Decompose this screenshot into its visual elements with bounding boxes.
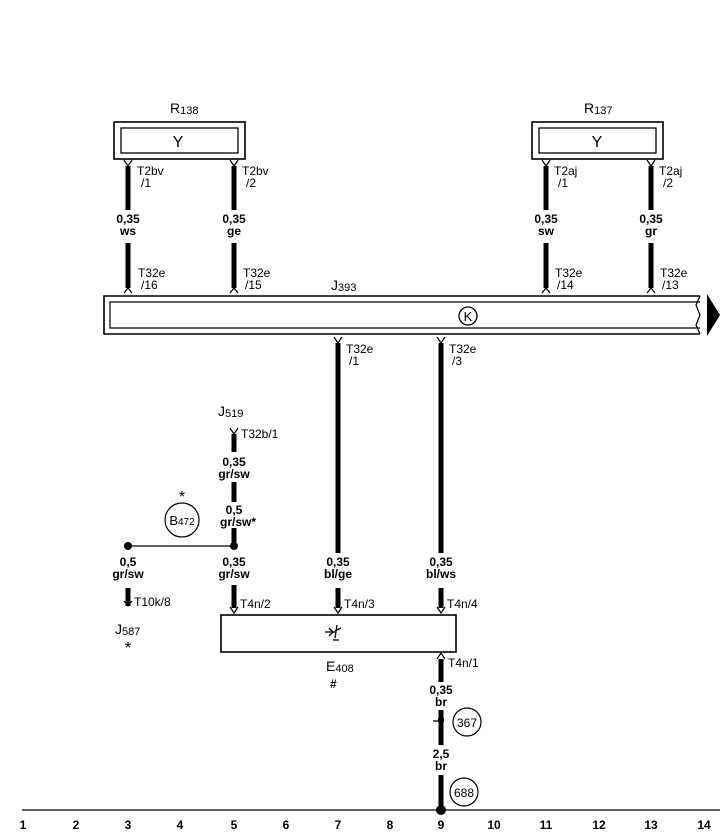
j393-body [103,295,700,335]
pin-t32e13: T32e/13 [660,266,688,292]
b472-mark: * [179,489,185,506]
r137-heater-element [538,127,657,154]
pin-t4n4: T4n/4 [447,597,478,611]
splice-dot-right [230,542,238,550]
pin-t32e1: T32e/1 [346,342,374,368]
b472-splice [164,502,200,538]
r137-label: R137 [584,100,612,117]
grid-number: 9 [438,818,445,832]
grid-number: 13 [644,818,658,832]
j587-label: J587 [115,621,140,638]
grid-number: 7 [335,818,342,832]
continuation-arrow-icon [707,294,720,336]
t4n1-connector [436,651,446,660]
j393-break [695,295,701,335]
middle-wires [335,343,444,608]
ground-688 [449,777,479,807]
r137-body [531,121,664,160]
can-bus-k-icon [458,306,478,326]
e408-mark: # [330,677,337,691]
e408-label: E408 [326,658,354,675]
pin-t32e15: T32e/15 [243,266,271,292]
pin-t2aj1: T2aj/1 [554,164,577,190]
pin-t2aj2: T2aj/2 [659,164,682,190]
connector-marks [123,159,656,294]
heater-element-icon: Y [592,134,603,151]
j519-label: J519 [218,403,243,420]
pin-t2bv2: T2bv/2 [242,164,269,190]
j587-connector [123,600,133,607]
can-bus-k-letter: K [464,309,473,324]
weld-point [438,715,444,725]
grid-number: 4 [177,818,184,832]
heater-element-icon: Y [173,134,184,151]
ground-367-label: 367 [457,716,477,730]
pin-t10k8: T10k/8 [134,595,171,609]
grid-number: 6 [283,818,290,832]
ground-688-label: 688 [454,786,474,800]
r138-heater-element [120,127,239,154]
pin-t32e14: T32e/14 [555,266,583,292]
grid-number: 1 [20,818,27,832]
r138-label: R138 [170,100,198,117]
grid-number: 2 [73,818,80,832]
pin-t2bv1: T2bv/1 [137,164,164,190]
pin-t32b1: T32b/1 [241,427,279,441]
pin-t4n1: T4n/1 [448,656,479,670]
rocker-switch-icon [325,624,342,641]
j393-inner [109,301,700,329]
upper-wires [125,166,654,288]
grid-number: 3 [125,818,132,832]
j587-mark: * [125,640,131,657]
grid-number: 14 [697,818,711,832]
j393-label: J393 [331,277,356,294]
j519-connector [229,427,239,436]
pin-t32e3: T32e/3 [449,342,477,368]
b472-label: B472 [169,513,195,528]
ground-367 [452,707,482,737]
pin-t4n3: T4n/3 [344,597,375,611]
grid-number: 10 [487,818,501,832]
grid-number: 5 [231,818,238,832]
grid-number: 12 [592,818,606,832]
e408-connectors [229,606,446,615]
grid-number: 11 [540,818,553,832]
pin-t4n2: T4n/2 [240,597,271,611]
e408-body [220,614,457,653]
grid-number: 8 [387,818,394,832]
pin-t32e16: T32e/16 [138,266,166,292]
r138-body [113,121,246,160]
splice-dot-left [124,542,132,550]
